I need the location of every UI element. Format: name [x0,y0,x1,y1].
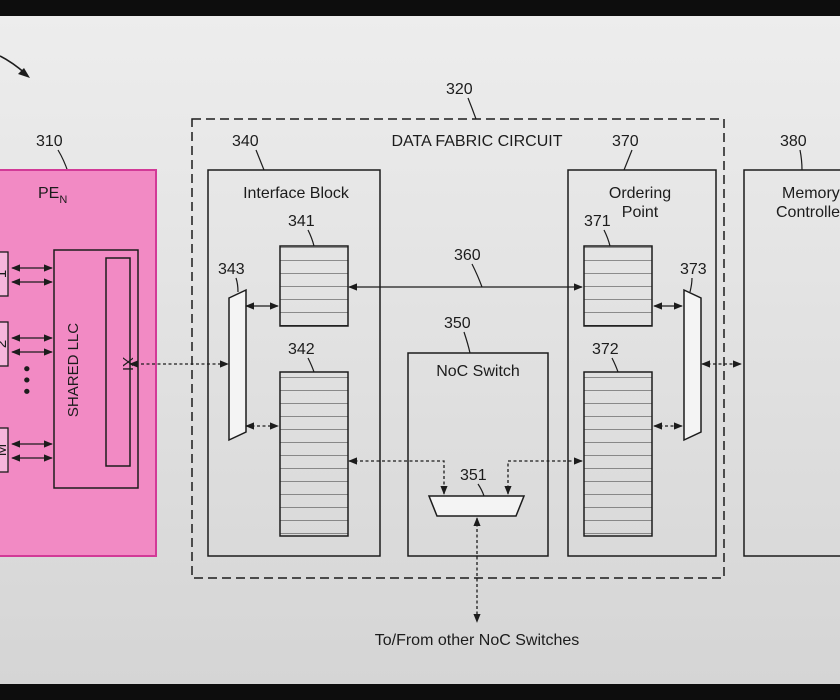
memory-controller: 380 Memory Controller [743,133,840,557]
xi-label: XI [119,357,136,371]
fabric-ref: 320 [446,81,473,98]
ordering-ref: 370 [612,133,639,150]
fabric-boundary [191,118,725,579]
memory-ref: 380 [780,133,807,150]
interface-title: Interface Block [243,185,350,202]
ordering-title-line1: Ordering [609,185,671,202]
core-ellipsis: • • • [17,366,37,395]
core-m-label: M [0,444,10,457]
noc-queue372-arrow [504,457,583,495]
queue342-noc-arrow [348,457,448,495]
noc-ref: 350 [444,315,471,332]
memory-title-line2: Controller [776,204,840,221]
interface-block: 340 Interface Block 341 342 343 [207,133,381,557]
queue-371 [583,245,653,327]
queue-341 [279,245,349,327]
queue-372-ref: 372 [592,341,619,358]
core-2-label: 2 [0,340,10,348]
fabric-title: DATA FABRIC CIRCUIT [392,133,563,150]
memory-title-line1: Memory [782,185,840,202]
pe-title: PEN [38,185,67,206]
mux-373-ref: 373 [680,261,707,278]
mux-343-ref: 343 [218,261,245,278]
core-m-box [0,427,9,473]
arrow-icon [0,55,30,78]
data-fabric: 320 DATA FABRIC CIRCUIT [191,81,725,579]
pe-ref: 310 [36,133,63,150]
queue-372 [583,371,653,537]
mux-343 [228,288,247,442]
queue-371-ref: 371 [584,213,611,230]
shared-llc-label: SHARED LLC [65,323,82,417]
core-1-box [0,251,9,297]
noc-mux-351 [427,495,526,517]
core-1-label: 1 [0,270,10,278]
ordering-point: 370 Ordering Point 371 372 373 [567,133,717,557]
pe-block: 310 PEN 1 2 M • • • SHARED LLC XI [0,133,157,557]
core-2-box [0,321,9,367]
queue-342-ref: 342 [288,341,315,358]
pe-title-main: PE [38,185,59,202]
mux-373 [683,288,702,442]
shared-llc-box [53,249,139,489]
noc-footer: To/From other NoC Switches [375,632,580,649]
noc-switch: 350 NoC Switch 351 To/From other NoC Swi… [348,315,583,649]
queue-341-ref: 341 [288,213,315,230]
bus-ref: 360 [454,247,481,264]
memory-box [743,169,840,557]
ordering-title-line2: Point [622,204,659,221]
interface-box [207,169,381,557]
queue-342 [279,371,349,537]
noc-mux-ref: 351 [460,467,487,484]
interface-ref: 340 [232,133,259,150]
noc-title: NoC Switch [436,363,520,380]
pe-title-subscript: N [59,194,67,206]
